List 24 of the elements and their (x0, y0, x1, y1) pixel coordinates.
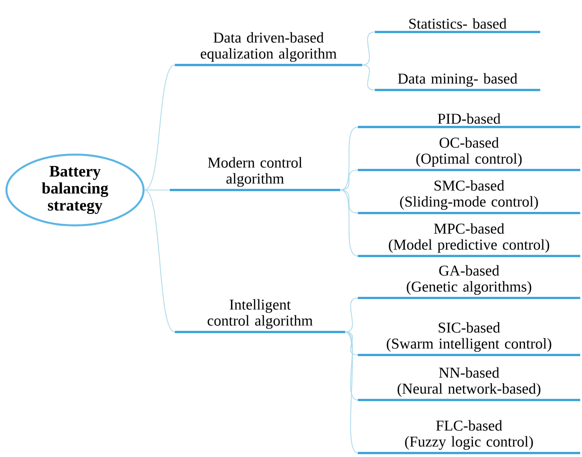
branch-label: Data driven-based equalization algorithm (174, 32, 362, 66)
connector-curve (344, 332, 358, 454)
connector-curve (144, 64, 176, 190)
connector-curve (362, 64, 376, 90)
connector-curve (340, 190, 358, 256)
connector-curve (344, 298, 358, 332)
branch-label: PID-based (358, 113, 580, 128)
connector-curve (344, 332, 358, 400)
branch-label: GA-based (Genetic algorithms) (358, 265, 580, 300)
branch-label: SIC-based (Swarm intelligent control) (358, 322, 580, 356)
branch-label: Modern control algorithm (170, 157, 340, 192)
branch-label: Statistics- based (374, 18, 540, 34)
branch-label: OC-based (Optimal control) (358, 137, 580, 172)
branch-label: Data mining- based (374, 73, 540, 92)
connector-curve (340, 170, 358, 190)
connector-curve (340, 126, 358, 190)
connector-curve (344, 332, 358, 356)
branch-label: MPC-based (Model predictive control) (358, 223, 580, 258)
branch-label: FLC-based (Fuzzy logic control) (358, 420, 580, 454)
connector-curve (144, 190, 176, 332)
branch-label: NN-based (Neural network-based) (358, 367, 580, 402)
branch-label: SMC-based (Sliding-mode control) (358, 180, 580, 214)
branch-label: Intelligent control algorithm (174, 299, 346, 334)
connector-curve (340, 190, 358, 214)
